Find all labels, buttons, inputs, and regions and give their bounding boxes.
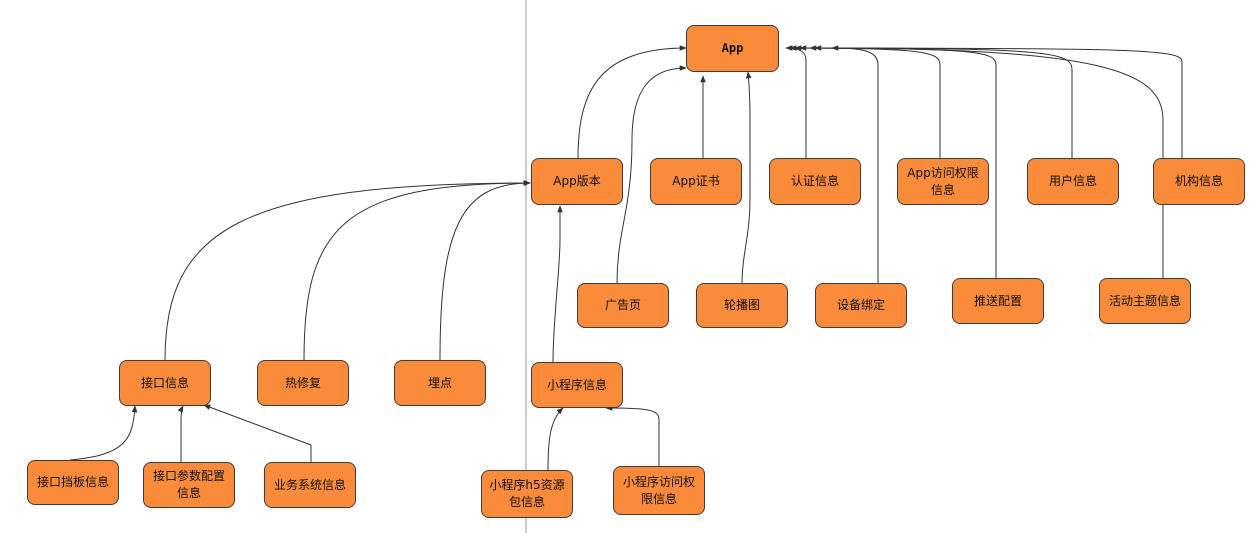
node-hotfix[interactable]: 热修复 <box>257 360 349 406</box>
node-mini-access[interactable]: 小程序访问权限信息 <box>613 466 705 515</box>
node-app[interactable]: App <box>686 25 779 72</box>
node-user-info[interactable]: 用户信息 <box>1027 158 1119 205</box>
edge-org-info-to-app <box>814 45 1183 158</box>
edge-baffle-to-interface-info <box>69 405 138 461</box>
node-app-access[interactable]: App访问权限信息 <box>897 158 989 205</box>
edge-tracking-to-app-version <box>439 180 531 361</box>
node-ad-page[interactable]: 广告页 <box>577 283 669 328</box>
node-interface-baffle[interactable]: 接口挡板信息 <box>27 460 119 505</box>
edge-activity-theme-to-app <box>809 45 1164 278</box>
edge-mini-program-to-app-version <box>552 205 563 363</box>
node-mini-h5-package[interactable]: 小程序h5资源包信息 <box>481 470 573 518</box>
node-mini-program-info[interactable]: 小程序信息 <box>531 362 623 408</box>
node-app-version[interactable]: App版本 <box>531 158 623 205</box>
edge-app-version-to-app <box>577 45 687 159</box>
node-auth-info[interactable]: 认证信息 <box>769 158 861 205</box>
edge-hotfix-to-app-version <box>303 180 531 361</box>
node-tracking[interactable]: 埋点 <box>394 360 486 406</box>
edge-param-config-to-interface-info <box>177 405 184 462</box>
edge-business-system-to-interface-info <box>203 404 312 462</box>
node-app-cert[interactable]: App证书 <box>650 158 742 205</box>
edge-h5-package-to-mini-program <box>547 407 564 471</box>
edge-ad-page-to-app <box>616 65 687 284</box>
edge-interface-info-to-app-version <box>164 180 531 361</box>
edge-user-info-to-app <box>799 45 1073 158</box>
node-org-info[interactable]: 机构信息 <box>1153 158 1245 205</box>
node-interface-info[interactable]: 接口信息 <box>119 360 211 406</box>
node-carousel[interactable]: 轮播图 <box>696 283 788 328</box>
edge-carousel-to-app <box>741 71 752 284</box>
edge-mini-access-to-mini-program <box>605 405 660 466</box>
node-push-config[interactable]: 推送配置 <box>952 278 1044 324</box>
node-interface-param-config[interactable]: 接口参数配置信息 <box>143 462 235 508</box>
edge-app-access-to-app <box>789 45 941 158</box>
node-activity-theme[interactable]: 活动主题信息 <box>1099 278 1191 324</box>
node-business-system[interactable]: 业务系统信息 <box>264 462 356 508</box>
edge-auth-to-app <box>785 45 807 158</box>
node-device-binding[interactable]: 设备绑定 <box>815 283 907 328</box>
